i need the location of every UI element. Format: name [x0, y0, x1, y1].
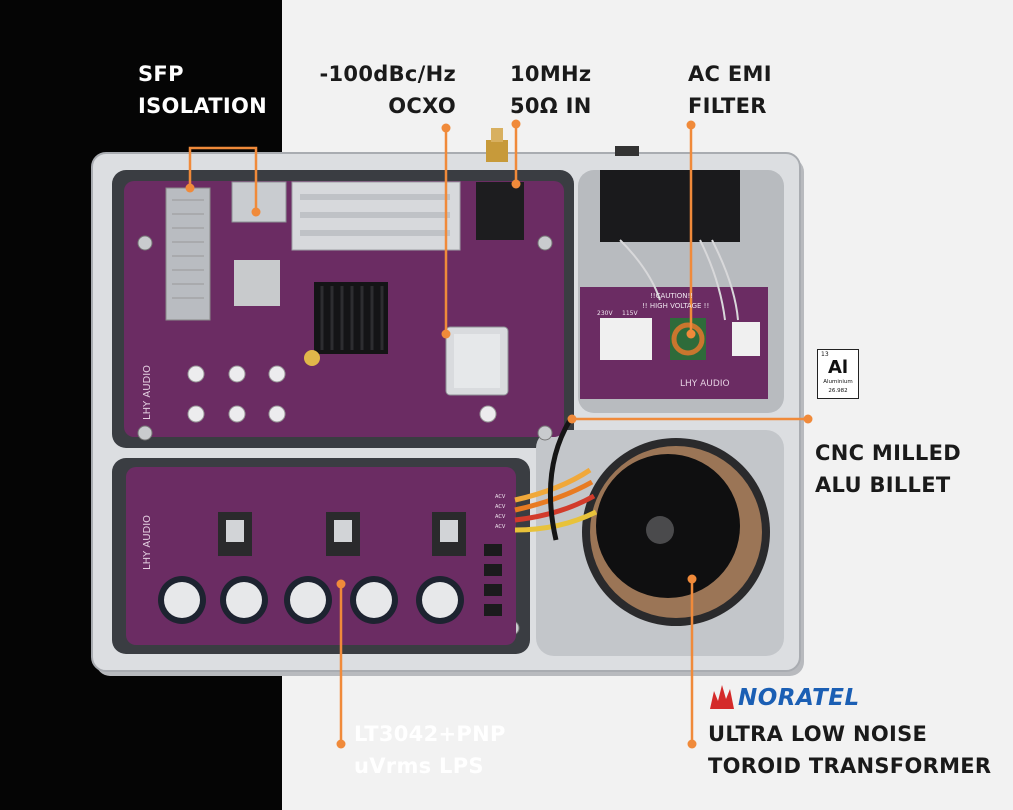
label-cnc-line-1: CNC MILLED	[815, 441, 961, 465]
brand-marking-emi: LHY AUDIO	[680, 379, 730, 389]
ocxo-label	[454, 334, 500, 388]
acv-marking-4: ACV	[495, 524, 506, 530]
label-ocxo: -100dBc/Hz OCXO	[318, 58, 456, 122]
emi-wiring	[619, 239, 739, 321]
caution-line-2: !! HIGH VOLTAGE !!	[642, 302, 709, 310]
label-toroid-line-2: TOROID TRANSFORMER	[708, 754, 992, 778]
sfp-cage-vents	[172, 199, 204, 299]
brand-marking-lps: LHY AUDIO	[142, 515, 153, 570]
film-caps	[187, 365, 497, 423]
acv-marking-2: ACV	[495, 504, 506, 510]
callout-dots	[185, 119, 813, 749]
label-ref-line-2: 50Ω IN	[510, 94, 592, 118]
module-chip	[234, 260, 280, 306]
filter-capacitors	[158, 576, 464, 624]
label-lps: LT3042+PNP uVrms LPS	[354, 718, 506, 782]
heatsink-fins	[320, 286, 384, 350]
noratel-wordmark: NORATEL	[738, 685, 860, 711]
iec-inlet-top	[615, 146, 639, 156]
shield-slots	[300, 194, 450, 236]
choke-winding	[671, 322, 705, 356]
label-toroid-line-1: ULTRA LOW NOISE	[708, 722, 928, 746]
ref-input-jack	[476, 182, 524, 240]
element-name: Aluminium	[823, 379, 853, 385]
element-symbol: Al	[827, 357, 849, 378]
label-ac-emi-filter: AC EMI FILTER	[688, 58, 772, 122]
caution-line-1: !!CAUTION!!	[650, 292, 693, 300]
label-emi-line-1: AC EMI	[688, 62, 772, 86]
label-sfp-line-2: ISOLATION	[138, 94, 268, 118]
label-emi-line-2: FILTER	[688, 94, 767, 118]
element-mass: 26.982	[828, 388, 848, 394]
acv-marking-3: ACV	[495, 514, 506, 520]
label-toroid: ULTRA LOW NOISE TOROID TRANSFORMER	[708, 718, 991, 782]
callout-lines	[188, 124, 808, 744]
sma-connector-tip	[491, 128, 503, 142]
regulator-tabs	[226, 520, 458, 542]
voltage-230-marking: 230V	[597, 310, 613, 317]
element-number: 13	[821, 351, 829, 358]
voltage-115-marking: 115V	[622, 310, 638, 317]
noratel-logo-mark-icon	[710, 685, 734, 709]
sma-connector-body	[486, 140, 508, 162]
smd-diodes	[484, 544, 502, 616]
label-lps-line-2: uVrms LPS	[354, 754, 484, 778]
label-cnc-line-2: ALU BILLET	[815, 473, 951, 497]
rj45-jack	[231, 181, 287, 223]
noratel-logo: NORATEL	[708, 683, 878, 713]
label-lps-line-1: LT3042+PNP	[354, 722, 506, 746]
sfp-cage	[165, 187, 211, 321]
label-cnc-milled: CNC MILLED ALU BILLET	[815, 437, 961, 501]
acv-marking-1: ACV	[495, 494, 506, 500]
label-ocxo-line-2: OCXO	[388, 94, 456, 118]
label-sfp-line-1: SFP	[138, 62, 184, 86]
voltage-selector	[600, 318, 652, 360]
label-ref-line-1: 10MHz	[510, 62, 592, 86]
aluminium-element-badge: 13 Al Aluminium 26.982	[817, 349, 859, 399]
electrolytic-cap	[304, 350, 320, 366]
label-sfp-isolation: SFP ISOLATION	[138, 58, 267, 122]
label-ocxo-line-1: -100dBc/Hz	[319, 62, 456, 86]
brand-marking-digital: LHY AUDIO	[142, 365, 153, 420]
iec-inlet-switch	[600, 170, 740, 242]
terminal-block	[732, 322, 760, 356]
toroid-bolt	[646, 516, 674, 544]
label-10mhz-input: 10MHz 50Ω IN	[510, 58, 592, 122]
transformer-wires	[514, 418, 598, 541]
